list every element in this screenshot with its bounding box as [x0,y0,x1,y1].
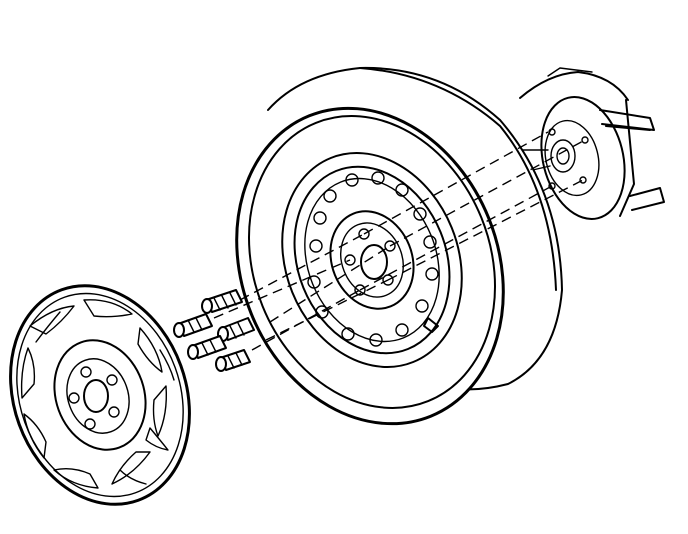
wheel-stud-holes [344,228,396,296]
lug-nut [201,289,243,314]
cover-vent-slots [20,299,175,489]
lug-nut [217,317,255,342]
cover-lug-holes [68,366,120,430]
lug-nut [215,349,251,372]
lug-nut [187,335,227,360]
lug-nuts [173,289,255,372]
wheel-cover [9,284,191,506]
lug-nut [173,313,213,338]
stud-alignment-lines [213,131,586,351]
tire-and-wheel [235,66,563,426]
rim-vent-holes [307,171,439,347]
hub-and-rotor [519,67,665,220]
